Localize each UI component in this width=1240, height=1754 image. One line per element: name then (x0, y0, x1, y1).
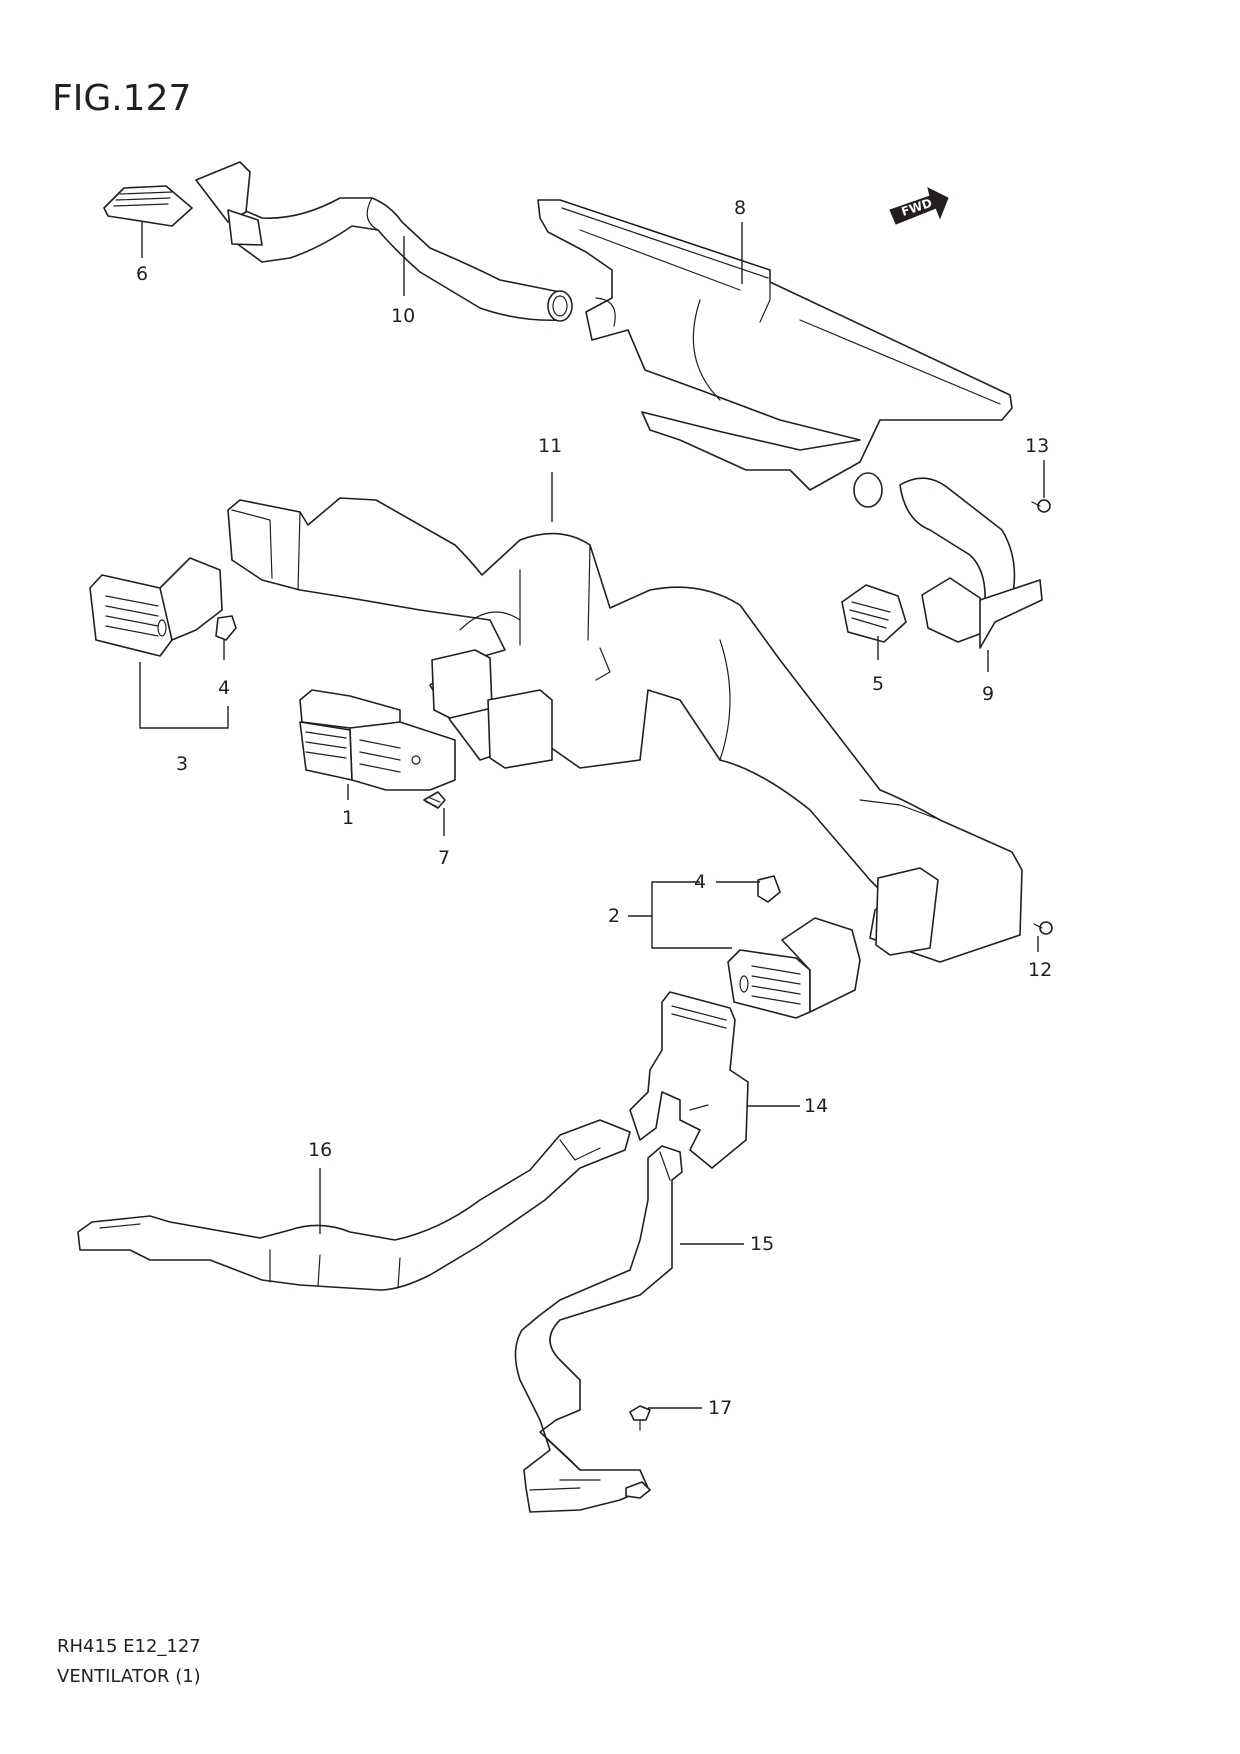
part-15-floor-duct-right[interactable] (514, 1145, 683, 1513)
callout-14: 14 (804, 1095, 828, 1117)
callout-3: 3 (176, 753, 188, 775)
part-1-center-vent[interactable] (299, 689, 456, 791)
part-13-screw[interactable] (1031, 499, 1051, 513)
part-6-vent-cap[interactable] (103, 185, 193, 227)
model-code: RH415 E12_127 (57, 1636, 201, 1657)
callout-9: 9 (982, 683, 994, 705)
callout-5: 5 (872, 673, 884, 695)
part-11-main-duct[interactable] (227, 497, 1023, 963)
part-7-screw[interactable] (423, 791, 446, 809)
part-4-clip-left[interactable] (215, 615, 237, 641)
part-8-defroster-nozzle[interactable] (537, 199, 1013, 508)
callout-4-left: 4 (218, 677, 230, 699)
figure-title: FIG.127 (52, 78, 192, 119)
callout-7: 7 (438, 847, 450, 869)
callout-10: 10 (391, 305, 415, 327)
callout-12: 12 (1028, 959, 1052, 981)
fwd-arrow-badge: FWD (889, 187, 949, 225)
callout-4-right: 4 (694, 871, 706, 893)
callout-15: 15 (750, 1233, 774, 1255)
part-12-screw[interactable] (1033, 921, 1053, 935)
section-name: VENTILATOR (1) (57, 1666, 201, 1687)
callout-2: 2 (608, 905, 620, 927)
callout-17: 17 (708, 1397, 732, 1419)
part-10-duct[interactable] (195, 161, 573, 322)
callout-16: 16 (308, 1139, 332, 1161)
part-4-clip-right[interactable] (757, 875, 781, 903)
part-2-right-side-vent[interactable] (727, 917, 861, 1019)
callout-6: 6 (136, 263, 148, 285)
leader-lines (139, 222, 1045, 1409)
callout-8: 8 (734, 197, 746, 219)
part-16-floor-duct-left[interactable] (77, 1119, 631, 1291)
part-14-duct-branch[interactable] (629, 991, 749, 1169)
callout-13: 13 (1025, 435, 1049, 457)
part-3-left-side-vent[interactable] (89, 557, 223, 657)
callout-numbers: 6 10 8 11 13 4 3 1 7 5 9 4 2 12 14 16 15… (136, 197, 1052, 1419)
callout-1: 1 (342, 807, 354, 829)
part-9-right-duct[interactable] (899, 477, 1043, 649)
part-17-clip[interactable] (625, 1405, 651, 1499)
callout-11: 11 (538, 435, 562, 457)
part-5-vent-cap[interactable] (841, 584, 907, 643)
